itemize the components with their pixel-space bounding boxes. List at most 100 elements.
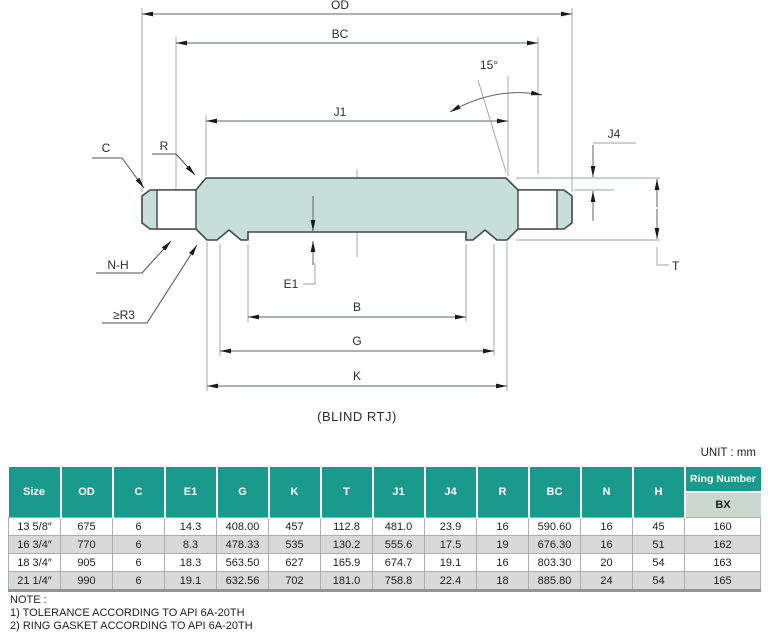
note-item: 1) TOLERANCE ACCORDING TO API 6A-20TH bbox=[10, 607, 245, 619]
dim-label-t: T bbox=[672, 259, 680, 273]
col-header-k: K bbox=[268, 467, 322, 518]
table-cell: 590.60 bbox=[528, 517, 581, 536]
table-cell: 408.00 bbox=[216, 517, 269, 536]
col-header-bc: BC bbox=[528, 467, 582, 518]
table-cell: 632.56 bbox=[216, 571, 269, 591]
table-row: 21 1/4″ 990 6 19.1 632.56 702 181.0 758.… bbox=[8, 571, 761, 591]
bolt-hole-left bbox=[156, 189, 197, 230]
table-cell: 905 bbox=[60, 553, 113, 572]
table-cell: 675 bbox=[60, 517, 113, 536]
table-cell: 160 bbox=[684, 517, 761, 536]
table-cell: 14.3 bbox=[164, 517, 217, 536]
table-cell: 19.1 bbox=[164, 571, 217, 591]
dimension-lines bbox=[142, 11, 572, 389]
chamfer-angle-annotation bbox=[449, 79, 543, 173]
col-header-j1: J1 bbox=[372, 467, 426, 518]
table-cell: 803.30 bbox=[528, 553, 581, 572]
leader-label-nh: N-H bbox=[107, 258, 128, 272]
table-cell: 885.80 bbox=[528, 571, 581, 591]
table-cell: 16 bbox=[476, 553, 529, 572]
col-header-h: H bbox=[632, 467, 686, 518]
leader-r bbox=[152, 153, 196, 176]
leader-r3 bbox=[102, 244, 198, 324]
table-row: 13 5/8″ 675 6 14.3 408.00 457 112.8 481.… bbox=[8, 517, 761, 536]
bolt-hole-right bbox=[517, 189, 558, 230]
table-row: 16 3/4″ 770 6 8.3 478.33 535 130.2 555.6… bbox=[8, 535, 761, 554]
table-cell: 6 bbox=[112, 517, 165, 536]
table-cell: 13 5/8″ bbox=[8, 517, 61, 536]
table-cell: 22.4 bbox=[424, 571, 477, 591]
table-cell: 990 bbox=[60, 571, 113, 591]
flange-body bbox=[141, 177, 573, 241]
table-cell: 112.8 bbox=[320, 517, 373, 536]
leader-lines bbox=[92, 153, 198, 324]
col-subheader-bx: BX bbox=[684, 492, 761, 518]
leader-c bbox=[92, 157, 145, 189]
table-cell: 130.2 bbox=[320, 535, 373, 554]
col-header-size: Size bbox=[8, 467, 62, 518]
table-cell: 702 bbox=[268, 571, 321, 591]
table-cell: 165.9 bbox=[320, 553, 373, 572]
leader-label-r: R bbox=[160, 139, 169, 153]
angle-label: 15° bbox=[480, 58, 498, 72]
table-cell: 674.7 bbox=[372, 553, 425, 572]
col-header-t: T bbox=[320, 467, 374, 518]
table-row: 18 3/4″ 905 6 18.3 563.50 627 165.9 674.… bbox=[8, 553, 761, 572]
leader-label-c: C bbox=[102, 141, 111, 155]
dimension-table: Size OD C E1 G K T J1 J4 R BC N H Ring N… bbox=[8, 467, 761, 592]
table-cell: 16 bbox=[476, 517, 529, 536]
dim-label-b: B bbox=[353, 300, 361, 314]
table-cell: 18 bbox=[476, 571, 529, 591]
dim-label-bc: BC bbox=[332, 27, 349, 41]
table-cell: 21 1/4″ bbox=[8, 571, 61, 591]
table-cell: 758.8 bbox=[372, 571, 425, 591]
table-cell: 478.33 bbox=[216, 535, 269, 554]
table-cell: 6 bbox=[112, 553, 165, 572]
dim-label-j4: J4 bbox=[608, 127, 621, 141]
dim-t bbox=[654, 179, 669, 266]
dim-label-od: OD bbox=[331, 0, 349, 12]
table-cell: 563.50 bbox=[216, 553, 269, 572]
table-cell: 535 bbox=[268, 535, 321, 554]
dim-label-e1: E1 bbox=[284, 277, 299, 291]
notes-block: NOTE : 1) TOLERANCE ACCORDING TO API 6A-… bbox=[10, 594, 253, 633]
table-cell: 6 bbox=[112, 571, 165, 591]
table-cell: 19 bbox=[476, 535, 529, 554]
leader-nh bbox=[96, 240, 172, 274]
table-cell: 627 bbox=[268, 553, 321, 572]
table-cell: 676.30 bbox=[528, 535, 581, 554]
dim-label-k: K bbox=[353, 369, 361, 383]
leader-label-r3: ≥R3 bbox=[113, 308, 135, 322]
table-cell: 18 3/4″ bbox=[8, 553, 61, 572]
table-cell: 23.9 bbox=[424, 517, 477, 536]
table-cell: 19.1 bbox=[424, 553, 477, 572]
table-cell: 54 bbox=[632, 571, 685, 591]
table-cell: 17.5 bbox=[424, 535, 477, 554]
dim-label-j1: J1 bbox=[334, 105, 347, 119]
table-subheader-row: BX bbox=[9, 492, 761, 518]
table-cell: 555.6 bbox=[372, 535, 425, 554]
unit-label: UNIT : mm bbox=[700, 447, 756, 459]
dim-e1 bbox=[303, 196, 316, 285]
table-cell: 18.3 bbox=[164, 553, 217, 572]
dim-label-g: G bbox=[352, 334, 361, 348]
table-cell: 24 bbox=[580, 571, 633, 591]
col-header-ring-number: Ring Number bbox=[684, 467, 761, 493]
table-cell: 8.3 bbox=[164, 535, 217, 554]
flange-drawing: OD BC J1 15° J4 T C R N-H ≥R3 E1 B G K (… bbox=[92, 0, 680, 424]
table-cell: 457 bbox=[268, 517, 321, 536]
table-cell: 181.0 bbox=[320, 571, 373, 591]
table-cell: 770 bbox=[60, 535, 113, 554]
table-cell: 165 bbox=[684, 571, 761, 591]
table-cell: 16 3/4″ bbox=[8, 535, 61, 554]
table-cell: 163 bbox=[684, 553, 761, 572]
col-header-n: N bbox=[580, 467, 634, 518]
table-cell: 54 bbox=[632, 553, 685, 572]
col-header-od: OD bbox=[60, 467, 114, 518]
col-header-r: R bbox=[476, 467, 530, 518]
table-cell: 162 bbox=[684, 535, 761, 554]
drawing-caption: (BLIND RTJ) bbox=[317, 409, 397, 424]
note-item: 2) RING GASKET ACCORDING TO API 6A-20TH bbox=[10, 620, 253, 632]
table-cell: 51 bbox=[632, 535, 685, 554]
